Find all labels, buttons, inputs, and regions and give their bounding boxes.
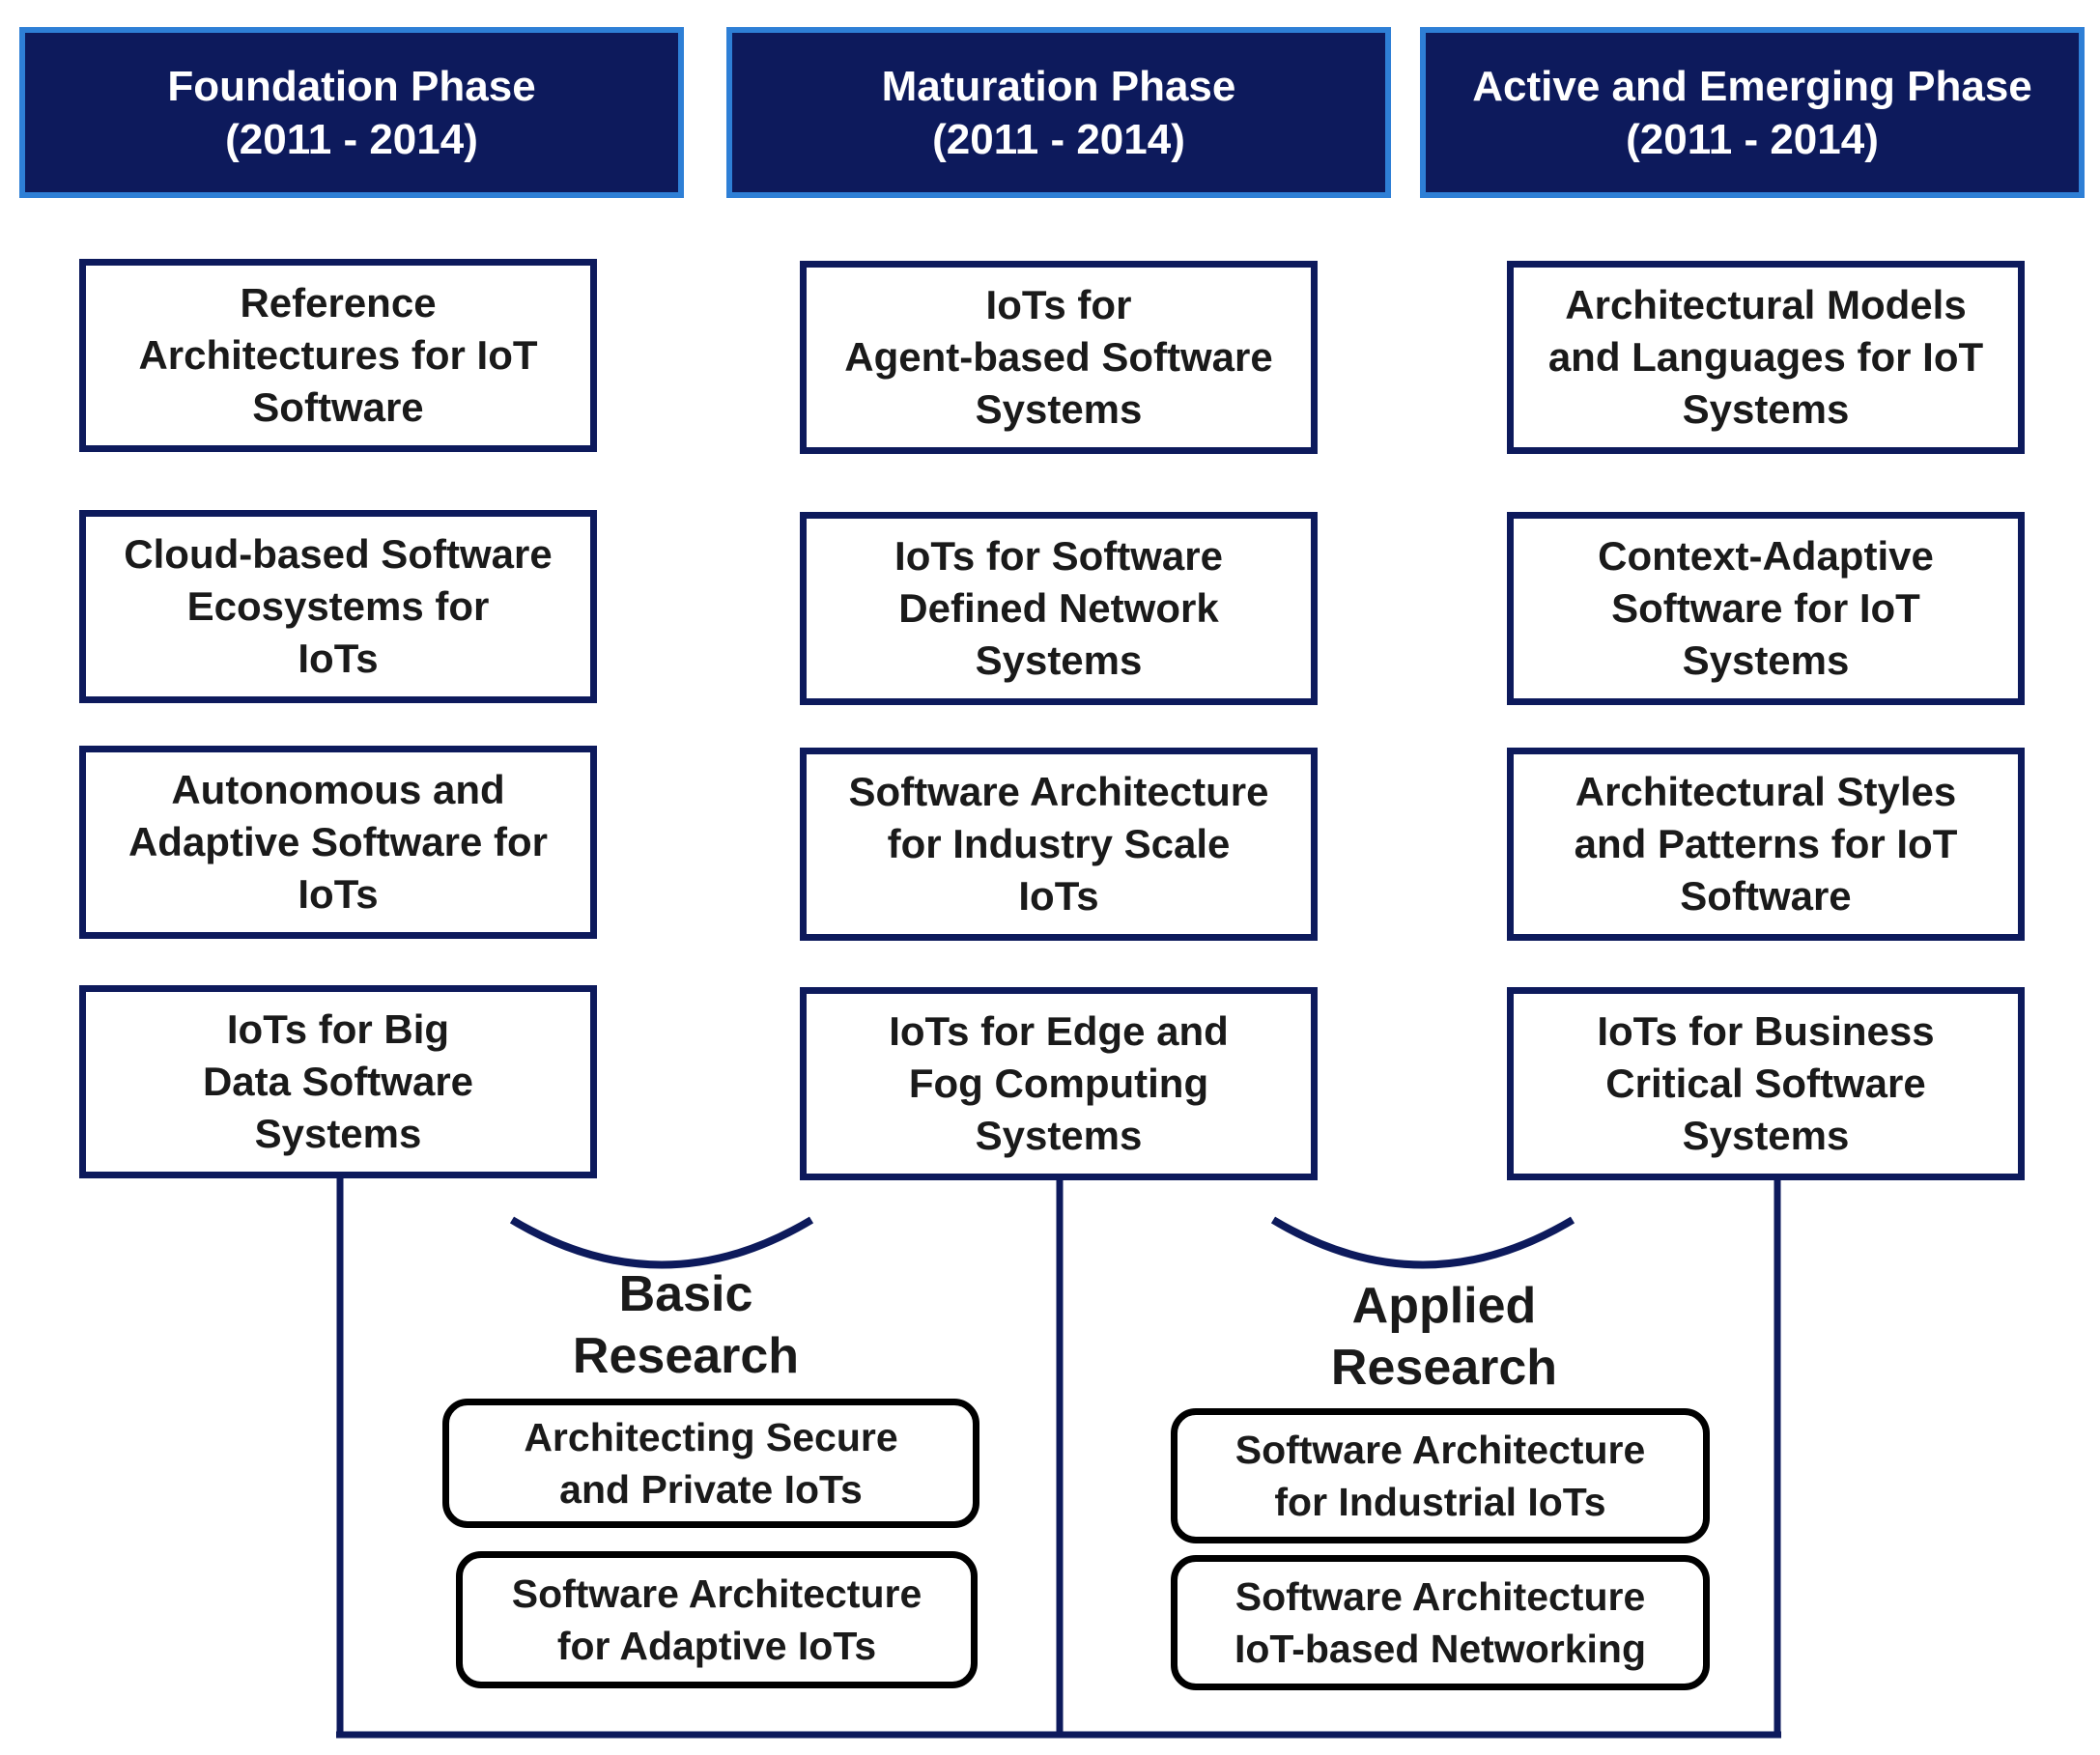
phase-title: Active and Emerging Phase <box>1472 62 2032 110</box>
basic-research-label: Basic Research <box>572 1266 800 1384</box>
topic-box-cloud-ecosystems: Cloud-based Software Ecosystems for IoTs <box>79 510 597 703</box>
topic-box-reference-architectures: Reference Architectures for IoT Software <box>79 259 597 452</box>
topic-box-architectural-models: Architectural Models and Languages for I… <box>1507 261 2025 454</box>
topic-box-big-data: IoTs for Big Data Software Systems <box>79 985 597 1178</box>
phase-header-active-emerging: Active and Emerging Phase (2011 - 2014) <box>1420 27 2085 198</box>
topic-box-styles-patterns: Architectural Styles and Patterns for Io… <box>1507 748 2025 941</box>
phase-period: (2011 - 2014) <box>932 115 1185 163</box>
phase-header-maturation: Maturation Phase (2011 - 2014) <box>726 27 1391 198</box>
topic-box-agent-based: IoTs for Agent-based Software Systems <box>800 261 1318 454</box>
topic-box-business-critical: IoTs for Business Critical Software Syst… <box>1507 987 2025 1180</box>
phase-period: (2011 - 2014) <box>225 115 478 163</box>
basic-research-arc <box>509 1216 814 1269</box>
research-box-iot-networking: Software Architecture IoT-based Networki… <box>1171 1555 1710 1690</box>
topic-box-industry-scale: Software Architecture for Industry Scale… <box>800 748 1318 941</box>
phase-period: (2011 - 2014) <box>1626 115 1879 163</box>
applied-research-arc <box>1270 1216 1575 1269</box>
applied-research-label: Applied Research <box>1330 1278 1558 1396</box>
topic-box-context-adaptive: Context-Adaptive Software for IoT System… <box>1507 512 2025 705</box>
topic-box-edge-fog: IoTs for Edge and Fog Computing Systems <box>800 987 1318 1180</box>
topic-box-autonomous-adaptive: Autonomous and Adaptive Software for IoT… <box>79 746 597 939</box>
phase-header-foundation: Foundation Phase (2011 - 2014) <box>19 27 684 198</box>
phase-title: Maturation Phase <box>881 62 1236 110</box>
phase-title: Foundation Phase <box>167 62 536 110</box>
topic-box-software-defined-network: IoTs for Software Defined Network System… <box>800 512 1318 705</box>
research-box-adaptive-iots: Software Architecture for Adaptive IoTs <box>456 1551 978 1688</box>
research-box-industrial-iots: Software Architecture for Industrial IoT… <box>1171 1408 1710 1543</box>
research-box-secure-private: Architecting Secure and Private IoTs <box>442 1399 979 1528</box>
